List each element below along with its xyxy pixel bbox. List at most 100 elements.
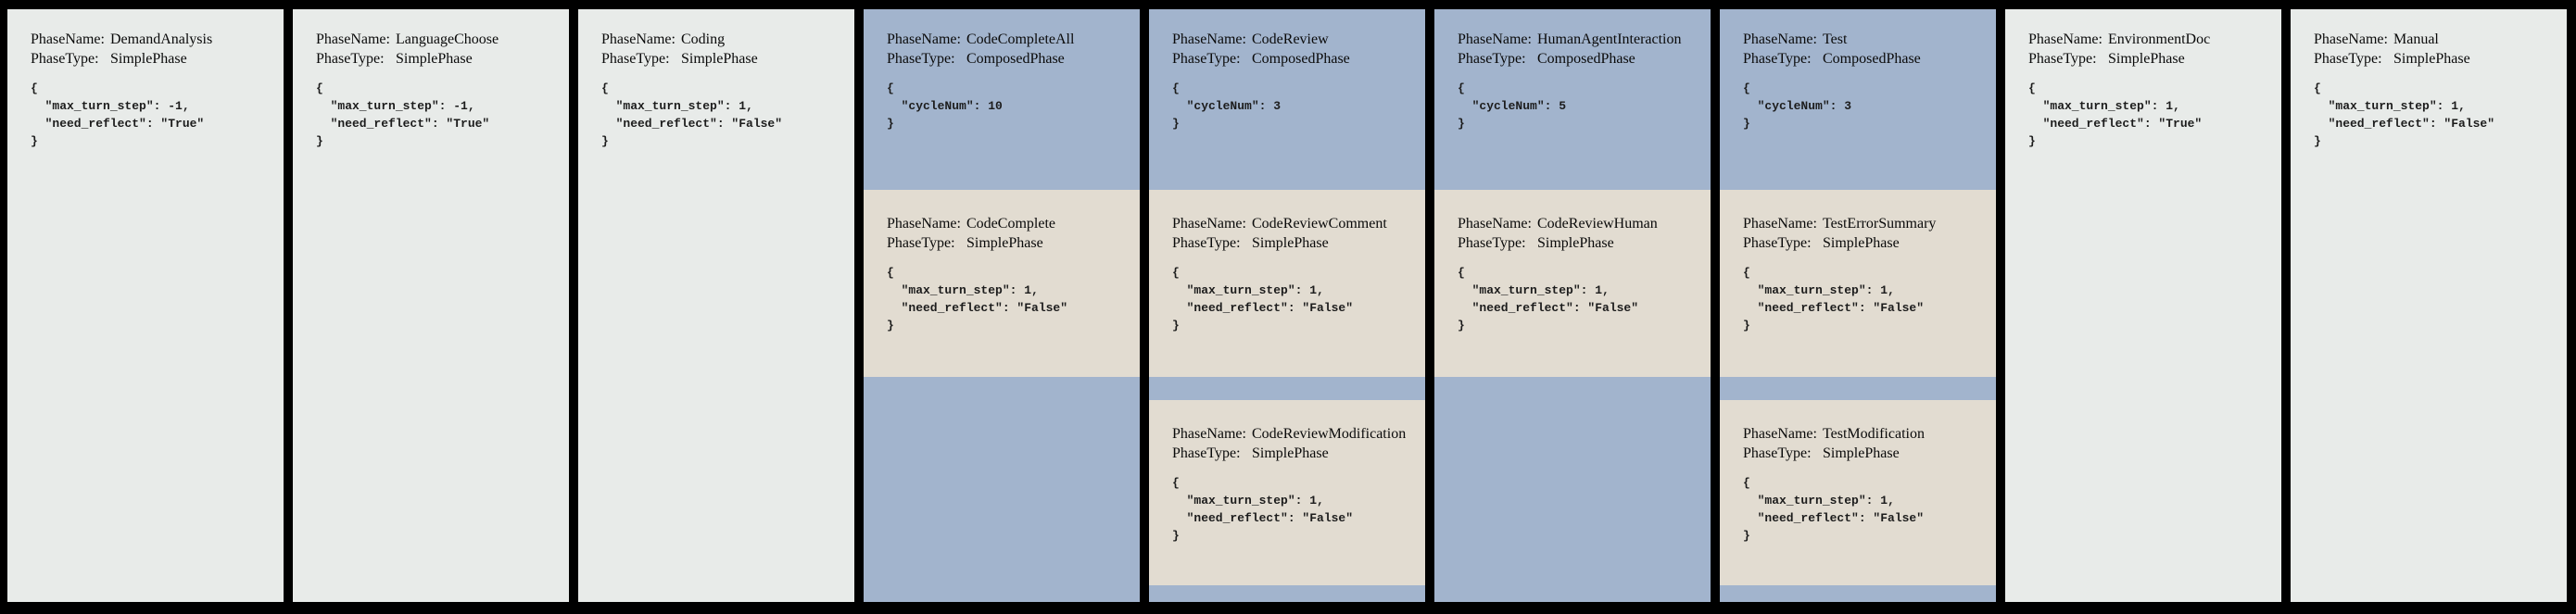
phase-name-value: LanguageChoose bbox=[396, 31, 499, 47]
config-line: "max_turn_step": 1, bbox=[1743, 494, 1895, 507]
phase-name-label: PhaseName: bbox=[2028, 31, 2102, 47]
phase-type-label: PhaseType: bbox=[1458, 51, 1526, 67]
phase-type-row: PhaseType:SimplePhase bbox=[31, 49, 276, 69]
phase-config-json: { "max_turn_step": 1, "need_reflect": "F… bbox=[601, 80, 847, 150]
config-line: { bbox=[1743, 476, 1750, 490]
config-line: "need_reflect": "True" bbox=[31, 117, 205, 131]
phase-config-json: { "cycleNum": 3} bbox=[1743, 80, 1989, 132]
phase-name-value: Test bbox=[1823, 31, 1848, 47]
config-line: { bbox=[1743, 266, 1750, 280]
phase-name-row: PhaseName:CodeReviewComment bbox=[1172, 214, 1418, 233]
phase-type-label: PhaseType: bbox=[1172, 445, 1241, 461]
phase-type-row: PhaseType:ComposedPhase bbox=[1743, 49, 1989, 69]
phase-type-value: SimplePhase bbox=[966, 235, 1043, 251]
phase-name-value: DemandAnalysis bbox=[110, 31, 213, 47]
config-line: "max_turn_step": 1, bbox=[2028, 99, 2180, 113]
phase-name-value: CodeReviewModification bbox=[1252, 426, 1407, 442]
phase-type-row: PhaseType:SimplePhase bbox=[2028, 49, 2274, 69]
phase-type-label: PhaseType: bbox=[2314, 51, 2382, 67]
config-line: { bbox=[2314, 81, 2321, 95]
config-line: "max_turn_step": 1, bbox=[1458, 283, 1610, 297]
config-line: } bbox=[601, 134, 609, 148]
config-line: { bbox=[1172, 81, 1180, 95]
phase-type-value: SimplePhase bbox=[1537, 235, 1614, 251]
config-line: } bbox=[2314, 134, 2321, 148]
config-line: "max_turn_step": 1, bbox=[2314, 99, 2466, 113]
phase-name-row: PhaseName:CodeCompleteAll bbox=[887, 30, 1132, 49]
phase-config-json: { "max_turn_step": 1, "need_reflect": "F… bbox=[2314, 80, 2559, 150]
config-line: } bbox=[1172, 319, 1180, 332]
phase-name-label: PhaseName: bbox=[316, 31, 390, 47]
config-line: "max_turn_step": 1, bbox=[887, 283, 1039, 297]
phase-type-value: SimplePhase bbox=[110, 51, 187, 67]
phase-name-value: CodeComplete bbox=[966, 216, 1055, 232]
phase-config-json: { "cycleNum": 5} bbox=[1458, 80, 1703, 132]
phase-name-value: CodeReview bbox=[1252, 31, 1329, 47]
phase-config-json: { "max_turn_step": 1, "need_reflect": "F… bbox=[1458, 264, 1703, 334]
phase-type-value: SimplePhase bbox=[681, 51, 758, 67]
phase-type-row: PhaseType: SimplePhase bbox=[1172, 444, 1418, 463]
phase-type-row: PhaseType:SimplePhase bbox=[887, 233, 1132, 253]
config-line: "need_reflect": "False" bbox=[1172, 511, 1354, 525]
config-line: } bbox=[1743, 319, 1750, 332]
phase-name-label: PhaseName: bbox=[1172, 426, 1246, 442]
config-line: } bbox=[316, 134, 323, 148]
config-line: "max_turn_step": 1, bbox=[601, 99, 753, 113]
config-line: { bbox=[1172, 266, 1180, 280]
config-line: "need_reflect": "False" bbox=[2314, 117, 2495, 131]
config-line: { bbox=[601, 81, 609, 95]
phase-name-row: PhaseName:CodeReviewHuman bbox=[1458, 214, 1703, 233]
phase-name-row: PhaseName:TestModification bbox=[1743, 424, 1989, 444]
phase-name-row: PhaseName:HumanAgentInteraction bbox=[1458, 30, 1703, 49]
config-line: } bbox=[1172, 117, 1180, 131]
config-line: "max_turn_step": -1, bbox=[31, 99, 190, 113]
phase-name-row: PhaseName:Test bbox=[1743, 30, 1989, 49]
config-line: "need_reflect": "True" bbox=[2028, 117, 2203, 131]
phase-type-label: PhaseType: bbox=[316, 51, 385, 67]
config-line: "need_reflect": "False" bbox=[1458, 301, 1639, 315]
phase-type-value: SimplePhase bbox=[2108, 51, 2185, 67]
phase-name-row: PhaseName: CodeReviewModification bbox=[1172, 424, 1418, 444]
phase-type-row: PhaseType: SimplePhase bbox=[601, 49, 847, 69]
config-line: "need_reflect": "False" bbox=[1172, 301, 1354, 315]
phase-config-json: { "max_turn_step": 1, "need_reflect": "F… bbox=[1743, 474, 1989, 545]
phase-type-value: SimplePhase bbox=[1823, 235, 1900, 251]
phase-name-value: CodeCompleteAll bbox=[966, 31, 1075, 47]
phase-config-json: { "max_turn_step": 1, "need_reflect": "F… bbox=[1172, 474, 1418, 545]
phase-type-value: ComposedPhase bbox=[966, 51, 1065, 67]
config-line: { bbox=[31, 81, 38, 95]
config-line: } bbox=[1743, 117, 1750, 131]
config-line: { bbox=[1172, 476, 1180, 490]
phase-name-label: PhaseName: bbox=[1743, 216, 1817, 232]
phase-type-value: ComposedPhase bbox=[1537, 51, 1635, 67]
config-line: "need_reflect": "False" bbox=[1743, 301, 1925, 315]
phase-type-value: SimplePhase bbox=[1252, 445, 1329, 461]
phase-name-row: PhaseName:DemandAnalysis bbox=[31, 30, 276, 49]
phase-type-label: PhaseType: bbox=[601, 51, 670, 67]
phase-type-row: PhaseType:SimplePhase bbox=[1743, 444, 1989, 463]
phase-type-row: PhaseType:SimplePhase bbox=[1743, 233, 1989, 253]
config-line: "need_reflect": "False" bbox=[601, 117, 783, 131]
phase-type-row: PhaseType:SimplePhase bbox=[316, 49, 562, 69]
config-line: { bbox=[316, 81, 323, 95]
phase-name-value: CodeReviewComment bbox=[1252, 216, 1387, 232]
phase-name-value: CodeReviewHuman bbox=[1537, 216, 1658, 232]
phase-type-value: SimplePhase bbox=[2393, 51, 2470, 67]
config-line: } bbox=[1172, 529, 1180, 543]
phase-type-row: PhaseType:SimplePhase bbox=[1172, 233, 1418, 253]
